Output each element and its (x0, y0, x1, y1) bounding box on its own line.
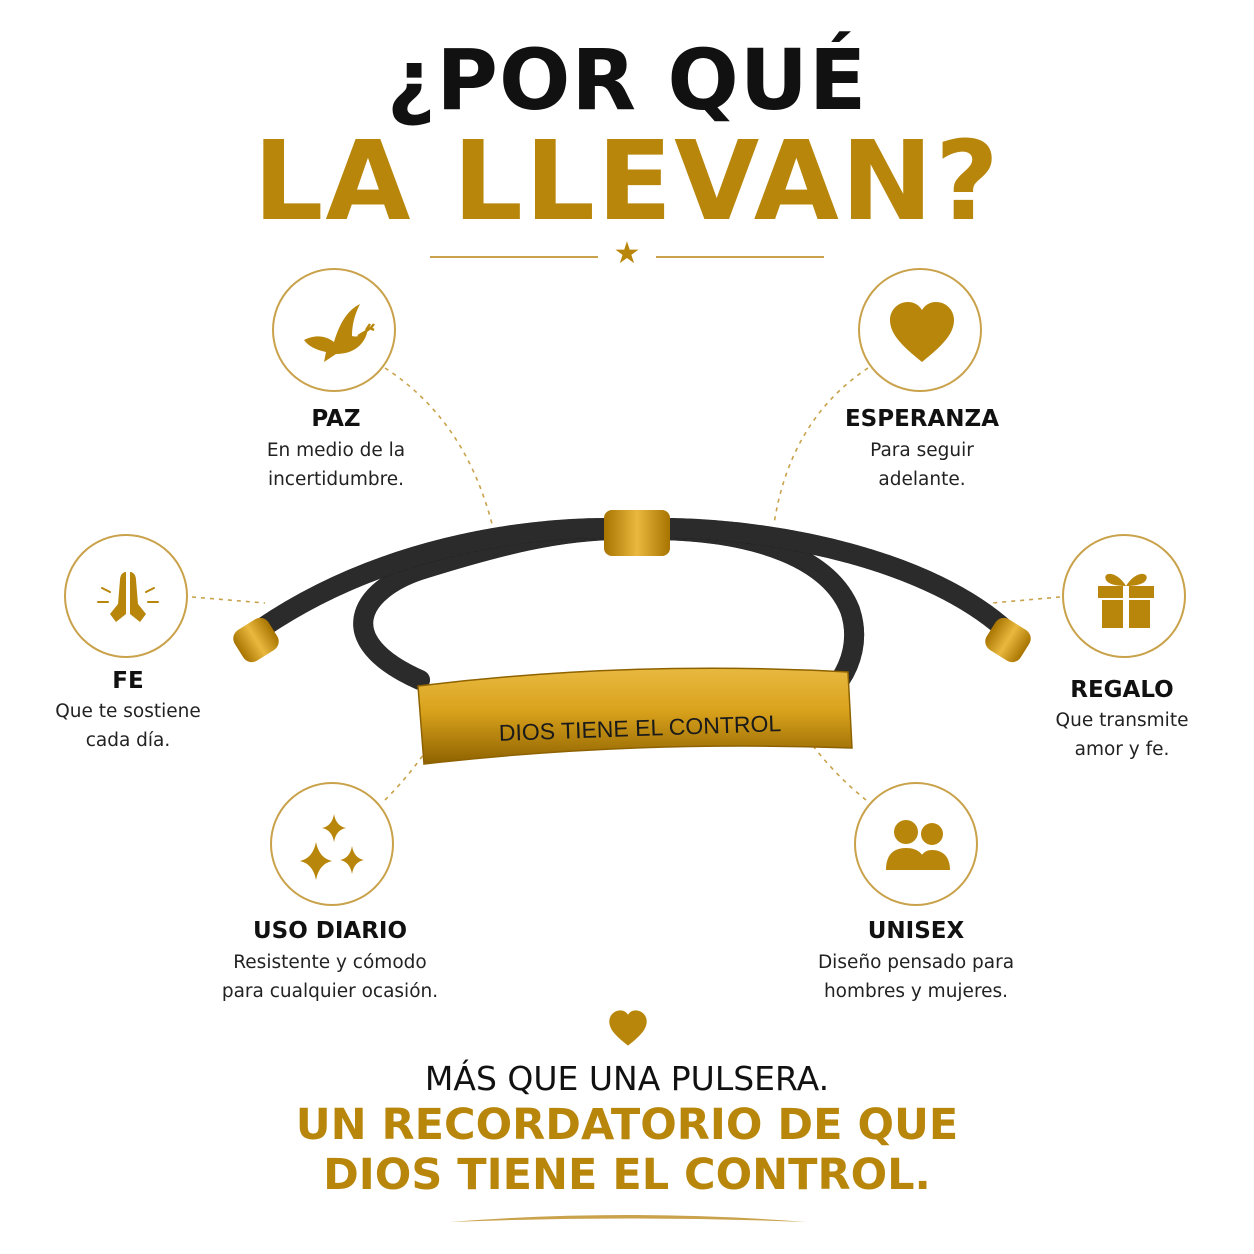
feature-desc-fe-line-1: Que te sostiene (55, 701, 201, 722)
footer-swoosh (450, 1215, 806, 1222)
esperanza-icon-circle (858, 268, 982, 392)
praying-hands-icon (97, 572, 159, 622)
feature-desc-fe: Que te sostiene cada día. (0, 697, 258, 755)
connector-esperanza (773, 367, 869, 525)
connector-fe (191, 596, 266, 604)
people-icon (886, 820, 950, 870)
slider-bead (604, 510, 670, 556)
star-icon: ★ (613, 236, 641, 271)
feature-desc-uso-diario-line-2: para cualquier ocasión. (221, 981, 439, 1002)
unisex-icon-circle (854, 782, 978, 906)
footer-line-3: DIOS TIENE EL CONTROL. (323, 1150, 931, 1200)
sparkles-icon (300, 814, 364, 880)
feature-desc-esperanza-line-1: Para seguir (870, 440, 974, 461)
divider-left (430, 256, 598, 258)
end-cap-right (985, 617, 1031, 663)
feature-title-uso-diario: USO DIARIO (252, 918, 408, 944)
feature-desc-fe-line-2: cada día. (85, 730, 171, 751)
feature-desc-esperanza: Para seguir adelante. (792, 436, 1052, 494)
feature-desc-unisex: Diseño pensado para hombres y mujeres. (786, 948, 1046, 1006)
regalo-icon-circle (1062, 534, 1186, 658)
gift-icon (1098, 573, 1154, 628)
headline-line-2: LA LLEVAN? (253, 117, 1001, 245)
feature-desc-esperanza-line-2: adelante. (878, 469, 966, 490)
heart-icon (890, 302, 954, 362)
feature-title-regalo: REGALO (1070, 677, 1174, 703)
feature-desc-regalo: Que transmite amor y fe. (992, 706, 1252, 764)
feature-desc-regalo-line-1: Que transmite (1055, 710, 1189, 731)
end-cap-left (233, 617, 279, 663)
connector-unisex (809, 741, 867, 801)
uso-diario-icon-circle (270, 782, 394, 906)
feature-desc-uso-diario: Resistente y cómodo para cualquier ocasi… (200, 948, 460, 1006)
feature-desc-uso-diario-line-1: Resistente y cómodo (233, 952, 427, 973)
feature-title-paz: PAZ (311, 406, 361, 432)
dove-icon (304, 304, 375, 362)
footer-line-2: UN RECORDATORIO DE QUE (295, 1100, 959, 1150)
feature-title-esperanza: ESPERANZA (844, 406, 1000, 432)
feature-desc-paz-line-2: incertidumbre. (267, 469, 405, 490)
feature-desc-paz-line-1: En medio de la (266, 440, 406, 461)
connector-paz (384, 367, 493, 525)
paz-icon-circle (272, 268, 396, 392)
fe-icon-circle (64, 534, 188, 658)
feature-desc-unisex-line-1: Diseño pensado para (817, 952, 1015, 973)
feature-desc-unisex-line-2: hombres y mujeres. (823, 981, 1009, 1002)
feature-title-fe: FE (112, 668, 144, 694)
feature-desc-paz: En medio de la incertidumbre. (206, 436, 466, 494)
feature-desc-regalo-line-2: amor y fe. (1074, 739, 1170, 760)
headline-line-1: ¿POR QUÉ (386, 31, 868, 129)
footer-line-1: MÁS QUE UNA PULSERA. (424, 1059, 830, 1098)
bracelet-cord (252, 518, 1018, 690)
engraved-bar (417, 667, 853, 765)
connector-regalo (991, 596, 1061, 604)
feature-title-unisex: UNISEX (867, 918, 965, 944)
footer-heart-icon (609, 1010, 647, 1046)
divider-right (656, 256, 824, 258)
